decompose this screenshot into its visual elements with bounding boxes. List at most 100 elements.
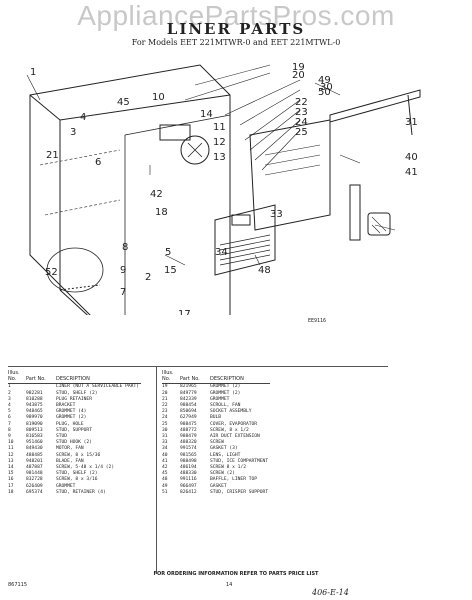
part-no-cell: 981565	[180, 452, 197, 458]
description-cell: SCREW, 8 x 3/16	[56, 477, 98, 483]
callout-13: 13	[213, 152, 226, 163]
part-no-cell: 826412	[180, 489, 197, 495]
illus-no-cell: 33	[162, 440, 168, 446]
light-lens-shape	[367, 212, 391, 236]
callout-20: 20	[292, 70, 305, 81]
callout-40: 40	[405, 152, 418, 163]
part-no-cell: 988475	[180, 421, 197, 427]
description-cell: BAFFLE, LINER TOP	[210, 477, 258, 483]
description-cell: COVER, EVAPORATOR	[210, 421, 258, 427]
illus-no-cell: 8	[8, 427, 11, 433]
liner-outline	[29, 64, 231, 315]
description-cell: GASKET (3)	[210, 446, 238, 452]
part-no-cell: 948465	[26, 409, 43, 415]
part-no-cell: 849779	[180, 390, 197, 396]
part-no-cell: 821965	[180, 384, 197, 390]
callout-8: 8	[122, 242, 128, 253]
description-cell: BULB	[210, 415, 222, 421]
callout-21: 21	[46, 150, 59, 161]
part-no-cell: 810288	[26, 396, 43, 402]
illus-no-cell: 12	[8, 452, 14, 458]
callout-9: 9	[120, 265, 126, 276]
ordering-note: FOR ORDERING INFORMATION REFER TO PARTS …	[153, 571, 319, 577]
description-cell: GROMMET (2)	[210, 390, 241, 396]
illus-no-cell: 2	[8, 390, 11, 396]
description-cell: STUD, SUPPORT	[56, 427, 92, 433]
illus-no-cell: 45	[162, 471, 168, 477]
page-title: LINER PARTS	[166, 20, 306, 38]
description-cell: GROMMET (2)	[56, 415, 87, 421]
illus-no-cell: 19	[162, 384, 168, 390]
callout-6: 6	[95, 157, 101, 168]
illus-no-cell: 7	[8, 421, 11, 427]
illus-no-cell: 40	[162, 452, 168, 458]
part-no-cell: 809513	[26, 427, 43, 433]
description-cell: GROMMET (2)	[210, 384, 241, 390]
illus-no-cell: 51	[162, 489, 168, 495]
illus-no-cell: 17	[8, 483, 14, 489]
part-no-cell: 988498	[180, 458, 197, 464]
diagram-code: EE9116	[308, 318, 327, 324]
description-cell: SCREW	[210, 440, 224, 446]
callout-14: 14	[200, 109, 213, 120]
part-no-cell: 488485	[26, 452, 43, 458]
callout-24: 24	[295, 117, 308, 128]
table-row: 19 821965 GROMMET (2)	[162, 384, 270, 391]
part-no-cell: 487887	[26, 465, 43, 471]
description-cell: PLUG RETAINER	[56, 396, 92, 402]
callout-19: 19	[292, 62, 305, 73]
description-cell: STUD, RETAINER (4)	[56, 489, 106, 495]
illus-no-cell: 14	[8, 465, 14, 471]
illus-no-cell: 21	[162, 396, 168, 402]
description-cell: BRACKET	[56, 403, 76, 409]
table-divider	[156, 366, 157, 574]
description-cell: STUD, ICE COMPARTMENT	[210, 458, 269, 464]
header-illus-no: Illus. No.	[8, 370, 26, 385]
description-cell: GROMMET	[210, 396, 230, 402]
callout-5: 5	[165, 247, 171, 258]
description-cell: AIR DUCT EXTENSION	[210, 434, 260, 440]
callout-18: 18	[155, 207, 168, 218]
part-no-cell: 981448	[26, 471, 43, 477]
callout-30: 30	[320, 82, 333, 93]
part-no-cell: 991574	[180, 446, 197, 452]
table-top-rule	[8, 366, 388, 367]
part-no-cell: 819090	[26, 421, 43, 427]
footer-handwritten-note: 406-E-14	[312, 588, 349, 597]
description-cell: SCREW, 8 x 1/2	[210, 427, 249, 433]
callout-3: 3	[70, 127, 76, 138]
crisper-support-shape	[46, 247, 104, 293]
illus-no-cell: 15	[8, 471, 14, 477]
illus-no-cell: 31	[162, 434, 168, 440]
description-cell: STUD, SHELF (2)	[56, 390, 98, 396]
part-no-cell: 849430	[26, 446, 43, 452]
footer-page-number: 14	[226, 582, 233, 588]
part-no-cell	[26, 384, 56, 391]
illus-no-cell: 23	[162, 409, 168, 415]
description-cell: LINER (NOT A SERVICEABLE PART)	[56, 384, 139, 390]
part-no-cell: 816583	[26, 434, 43, 440]
illus-no-cell: 34	[162, 446, 168, 452]
illus-no-cell: 18	[8, 489, 14, 495]
part-no-cell: 488320	[180, 440, 197, 446]
description-cell: GASKET	[210, 483, 227, 489]
callout-17: 17	[178, 309, 191, 315]
callout-2: 2	[145, 272, 151, 283]
